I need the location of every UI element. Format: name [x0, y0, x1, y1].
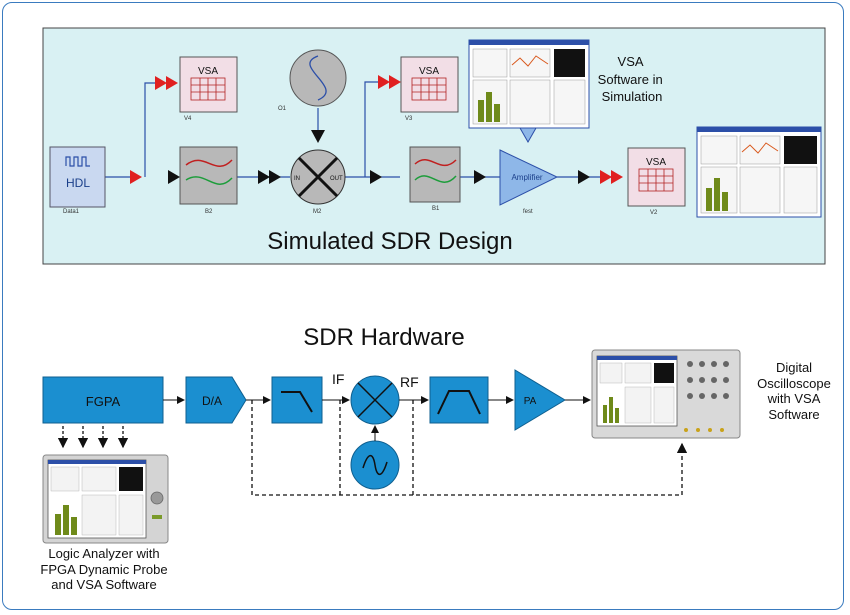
vsa-label-v4: VSA: [198, 66, 218, 77]
sine-wave-icon: [362, 454, 388, 476]
filter-b2-caption: B2: [205, 209, 213, 215]
sine-icon: [309, 55, 327, 101]
logic-analyzer-caption-text: Logic Analyzer with FPGA Dynamic Probe a…: [40, 546, 168, 593]
vsa-note: VSA Software in Simulation: [598, 54, 667, 104]
red-arrows: [130, 75, 623, 184]
vsa-block-v4: VSA V4: [179, 56, 238, 122]
vsa-label-v3: VSA: [419, 66, 439, 77]
lowpass-filter-block: [271, 376, 323, 424]
mixer-block: IN OUT M2: [290, 149, 346, 215]
oscilloscope-caption-text: Digital Oscilloscope with VSA Software: [757, 360, 831, 422]
slide-frame: [2, 2, 844, 610]
fpga-label: FGPA: [86, 394, 121, 409]
oscillator-block: O1: [278, 49, 347, 112]
rf-label: RF: [400, 374, 419, 390]
vsa-label-v2: VSA: [646, 157, 666, 168]
mixer-out: OUT: [330, 176, 343, 182]
hdl-block: HDL Data1: [49, 146, 106, 215]
mixer-caption: M2: [313, 209, 322, 215]
probe-arrows: [57, 426, 129, 449]
bandpass-filter-block: [429, 376, 489, 424]
vsa-screenshot-top: [468, 39, 590, 129]
oscilloscope-caption: Digital Oscilloscope with VSA Software: [746, 360, 842, 422]
pa-block: PA: [514, 369, 566, 431]
pulse-icon: [65, 156, 90, 167]
vsa-block-v3: VSA V3: [400, 56, 459, 122]
hdl-label: HDL: [66, 176, 90, 190]
if-label: IF: [332, 371, 344, 387]
hardware-title: SDR Hardware: [303, 324, 464, 351]
dac-label: D/A: [202, 394, 222, 408]
amplifier-block: Amplifier fest: [499, 127, 559, 215]
lowpass-icon: [281, 391, 313, 413]
hw-oscillator-block: [350, 440, 400, 490]
filter-b1-caption: B1: [432, 206, 440, 212]
logic-analyzer-device: [42, 454, 169, 544]
mixer-in: IN: [294, 176, 300, 182]
simulated-panel: HDL Data1 B2 B1 O1: [42, 27, 826, 265]
filter-block-b1: B1: [409, 146, 461, 212]
vsa-caption-v3: V3: [405, 116, 413, 122]
oscilloscope-device: [591, 349, 741, 439]
hdl-caption: Data1: [63, 209, 80, 215]
vsa-caption-v2: V2: [650, 210, 658, 216]
dashed-probe-lines: [251, 400, 688, 496]
amp-caption: fest: [523, 209, 533, 215]
filter-block-b2: B2: [179, 146, 238, 215]
simulated-title: Simulated SDR Design: [267, 228, 512, 255]
bandpass-icon: [437, 390, 481, 415]
osc-caption: O1: [278, 106, 287, 112]
vsa-block-v2: VSA V2: [627, 147, 686, 216]
logic-analyzer-caption: Logic Analyzer with FPGA Dynamic Probe a…: [14, 546, 194, 593]
dac-block: D/A: [185, 376, 247, 424]
pa-label: PA: [524, 396, 537, 407]
vsa-screenshot-right: [696, 126, 822, 218]
fpga-block: FGPA: [42, 376, 164, 424]
vsa-caption-v4: V4: [184, 116, 192, 122]
hw-mixer-block: [350, 375, 400, 425]
amp-label: Amplifier: [511, 173, 542, 182]
black-arrows: [168, 130, 590, 184]
hardware-section: SDR Hardware FGPA D/A: [42, 324, 741, 544]
